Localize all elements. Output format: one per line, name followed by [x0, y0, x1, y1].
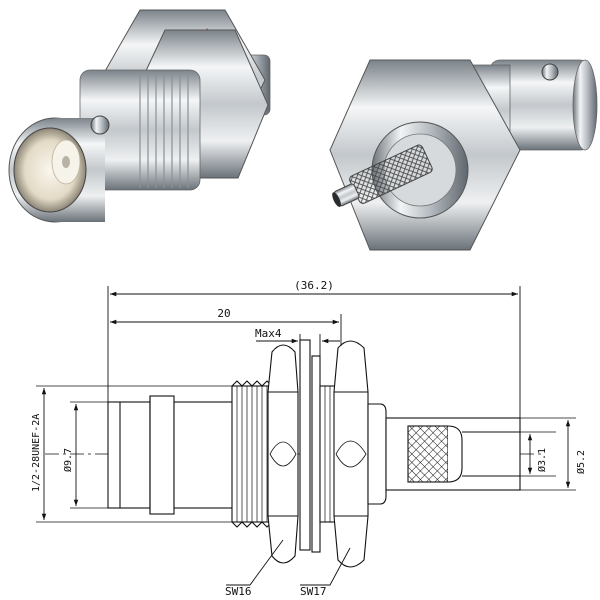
- connector-photo-rear: [329, 59, 598, 251]
- dimension-lines: [36, 286, 576, 586]
- pin-diameter-label: Ø3.1: [536, 448, 548, 472]
- hex-wrench-size-label: SW17: [300, 585, 327, 598]
- body-diameter-label: Ø9.7: [62, 448, 74, 472]
- length-to-flange-label: 20: [217, 307, 230, 320]
- connector-photo-front: [8, 9, 271, 223]
- crimp-diameter-label: Ø5.2: [575, 450, 587, 474]
- thread-spec-label: 1/2-28UNEF-2A: [31, 414, 42, 492]
- nut-wrench-size-label: SW16: [225, 585, 252, 598]
- technical-drawing: [45, 339, 545, 568]
- panel-thickness-label: Max4: [255, 327, 282, 340]
- overall-length-label: (36.2): [294, 279, 334, 292]
